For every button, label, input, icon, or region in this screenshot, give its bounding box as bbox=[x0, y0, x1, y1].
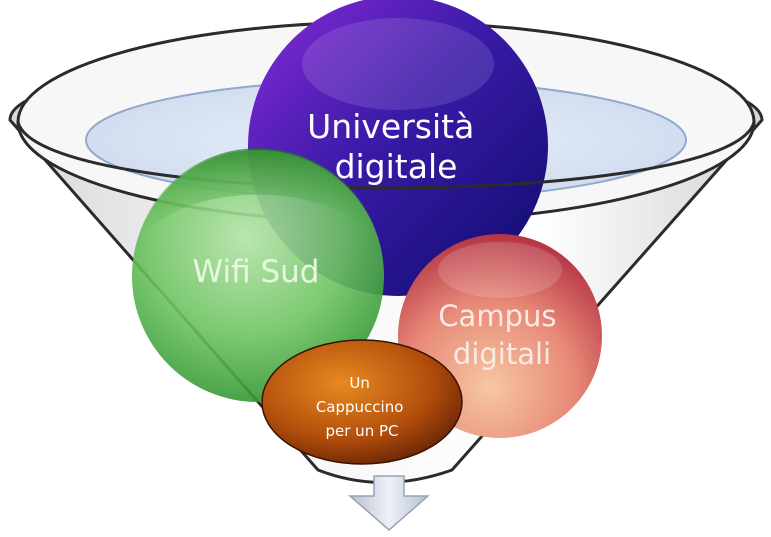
label-universita-digitale: Università digitale bbox=[307, 107, 485, 186]
campus-label-line-1: Campus bbox=[438, 299, 556, 333]
circle-un-cappuccino-per-un-pc bbox=[261, 339, 463, 465]
cappuccino-label-line-1: Un bbox=[349, 374, 370, 392]
campus-label-line-2: digitali bbox=[453, 337, 551, 371]
down-arrow-icon bbox=[347, 475, 431, 531]
cappuccino-label-line-3: per un PC bbox=[326, 422, 399, 440]
label-wifi-sud: Wifi Sud bbox=[193, 254, 320, 290]
funnel-rim-front bbox=[16, 121, 756, 190]
universita-label-line-2: digitale bbox=[335, 147, 458, 186]
label-un-cappuccino-per-un-pc: Un Cappuccino per un PC bbox=[316, 374, 408, 440]
circle-wifi-sud bbox=[132, 148, 384, 402]
label-campus-digitali: Campus digitali bbox=[438, 299, 565, 371]
cappuccino-label-line-2: Cappuccino bbox=[316, 398, 404, 416]
universita-label-line-1: Università bbox=[307, 107, 474, 146]
wifi-label-line-1: Wifi Sud bbox=[193, 254, 320, 290]
